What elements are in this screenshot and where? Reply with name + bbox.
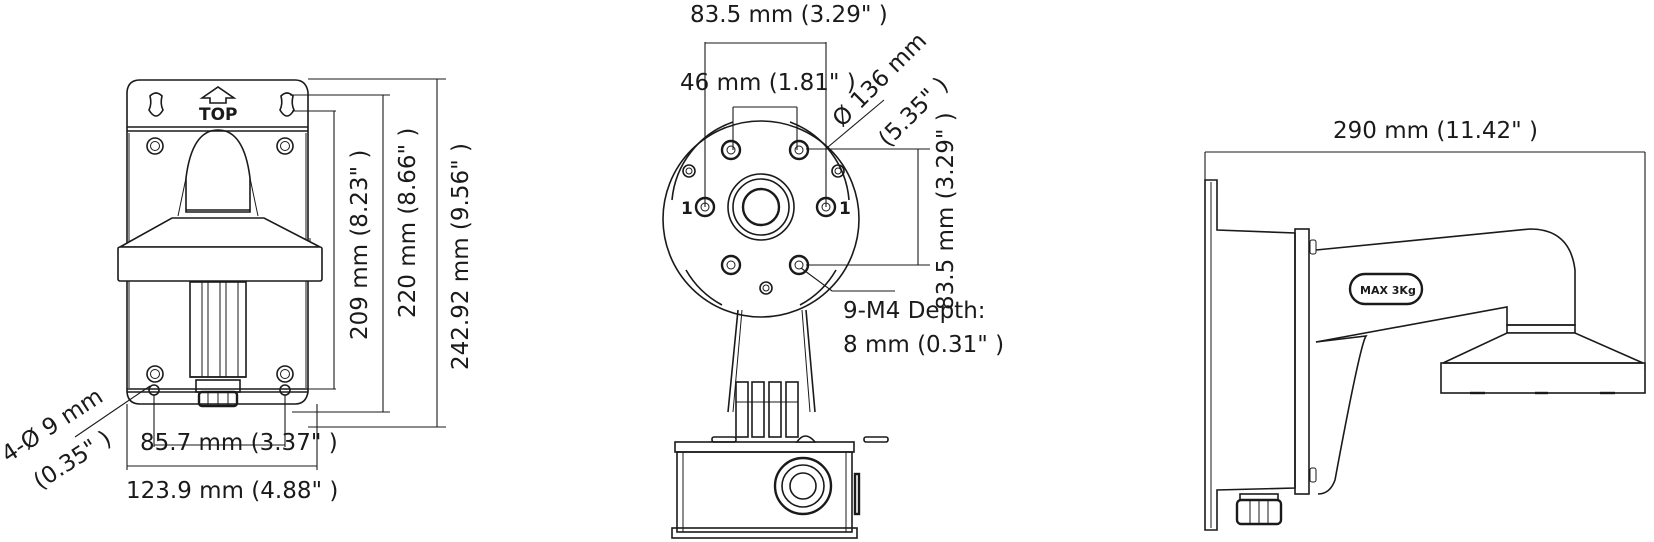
top-arrow-icon: [199, 86, 237, 104]
dim-1239-label: 123.9 mm (4.88" ): [126, 478, 338, 504]
dim-835-vertical-label: 83.5 mm (3.29" ): [933, 112, 959, 310]
keyhole-left-icon: [148, 92, 164, 117]
dim-46-label: 46 mm (1.81" ): [680, 70, 856, 96]
mounting-plate: [662, 120, 860, 318]
dim-835-top-label: 83.5 mm (3.29" ): [690, 2, 888, 28]
back-plate: [126, 79, 309, 405]
load-rating-badge: [1348, 272, 1424, 306]
hole-mark-right: 1: [839, 199, 851, 219]
mount-hole-left-icon: [148, 384, 160, 396]
mount-hole-right-icon: [279, 384, 291, 396]
front-view: TOP: [0, 78, 474, 504]
dim-209-label: 209 mm (8.23" ): [347, 150, 373, 340]
dim-290-label: 290 mm (11.42" ): [1333, 118, 1538, 144]
junction-box-lid: [674, 441, 855, 453]
center-boss: [727, 173, 795, 241]
cable-port-icon: [773, 456, 833, 516]
screw-icon: [146, 137, 294, 383]
dome-cap-rim: [117, 246, 323, 282]
thread-spec-label-2: 8 mm (0.31" ): [843, 332, 1004, 358]
dim-857-label: 85.7 mm (3.37" ): [140, 430, 338, 456]
stem: [189, 281, 247, 378]
top-label: TOP: [199, 105, 238, 125]
threaded-hole-icon: [682, 139, 845, 295]
keyhole-right-icon: [279, 92, 295, 117]
junction-box-side: [1294, 228, 1310, 495]
top-mounting-view: 1 1 83.5 mm (3.29" ) 46 mm (1.81" ) Ø 13…: [662, 2, 1004, 539]
thread-spec-label-1: 9-M4 Depth:: [843, 298, 986, 324]
dim-24292-label: 242.92 mm (9.56" ): [448, 143, 474, 370]
wall-plate: [1204, 179, 1296, 531]
dim-220-label: 220 mm (8.66" ): [395, 128, 421, 318]
cable-gland: [195, 379, 241, 393]
load-rating-label: MAX 3Kg: [1360, 284, 1416, 297]
dome-cap: [116, 217, 321, 248]
hole-mark-left: 1: [681, 199, 693, 219]
junction-box: [676, 451, 853, 533]
dome-cap-side: [1442, 332, 1644, 364]
arm-front: [185, 129, 251, 213]
side-view: 290 mm (11.42" ) MAX 3Kg: [1204, 118, 1646, 531]
fins: [735, 381, 799, 438]
